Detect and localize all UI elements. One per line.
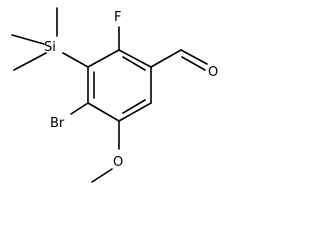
chemical-structure-diagram: F Si Br O O	[11, 7, 218, 183]
benzene-ring	[87, 49, 152, 122]
bond-cho-double-o-2	[181, 56, 206, 71]
ring-bond-c2-c3	[118, 49, 152, 68]
atom-label-bromine: Br	[50, 116, 65, 131]
bond-si-methyl-left-up	[11, 34, 45, 45]
ring-double-bond-c4-c5	[122, 99, 146, 114]
ring-bond-c1-c2	[87, 49, 120, 68]
atom-label-silicon: Si	[44, 40, 56, 55]
bond-si-methyl-left-down	[13, 52, 47, 71]
atom-label-fluorine: F	[114, 10, 121, 25]
ring-bond-c5-c6	[87, 102, 120, 122]
bond-c-br	[70, 102, 89, 115]
atom-label-oxygen-aldehyde: O	[208, 65, 218, 80]
bond-c-cho	[150, 49, 182, 68]
bond-o-methyl	[91, 168, 113, 183]
bond-c-si	[62, 52, 89, 68]
ring-double-bond-c2-c3	[122, 56, 146, 71]
atom-label-oxygen-methoxy: O	[113, 155, 123, 170]
ring-bond-c4-c5	[118, 102, 152, 122]
bond-cho-double-o-1	[180, 49, 208, 65]
